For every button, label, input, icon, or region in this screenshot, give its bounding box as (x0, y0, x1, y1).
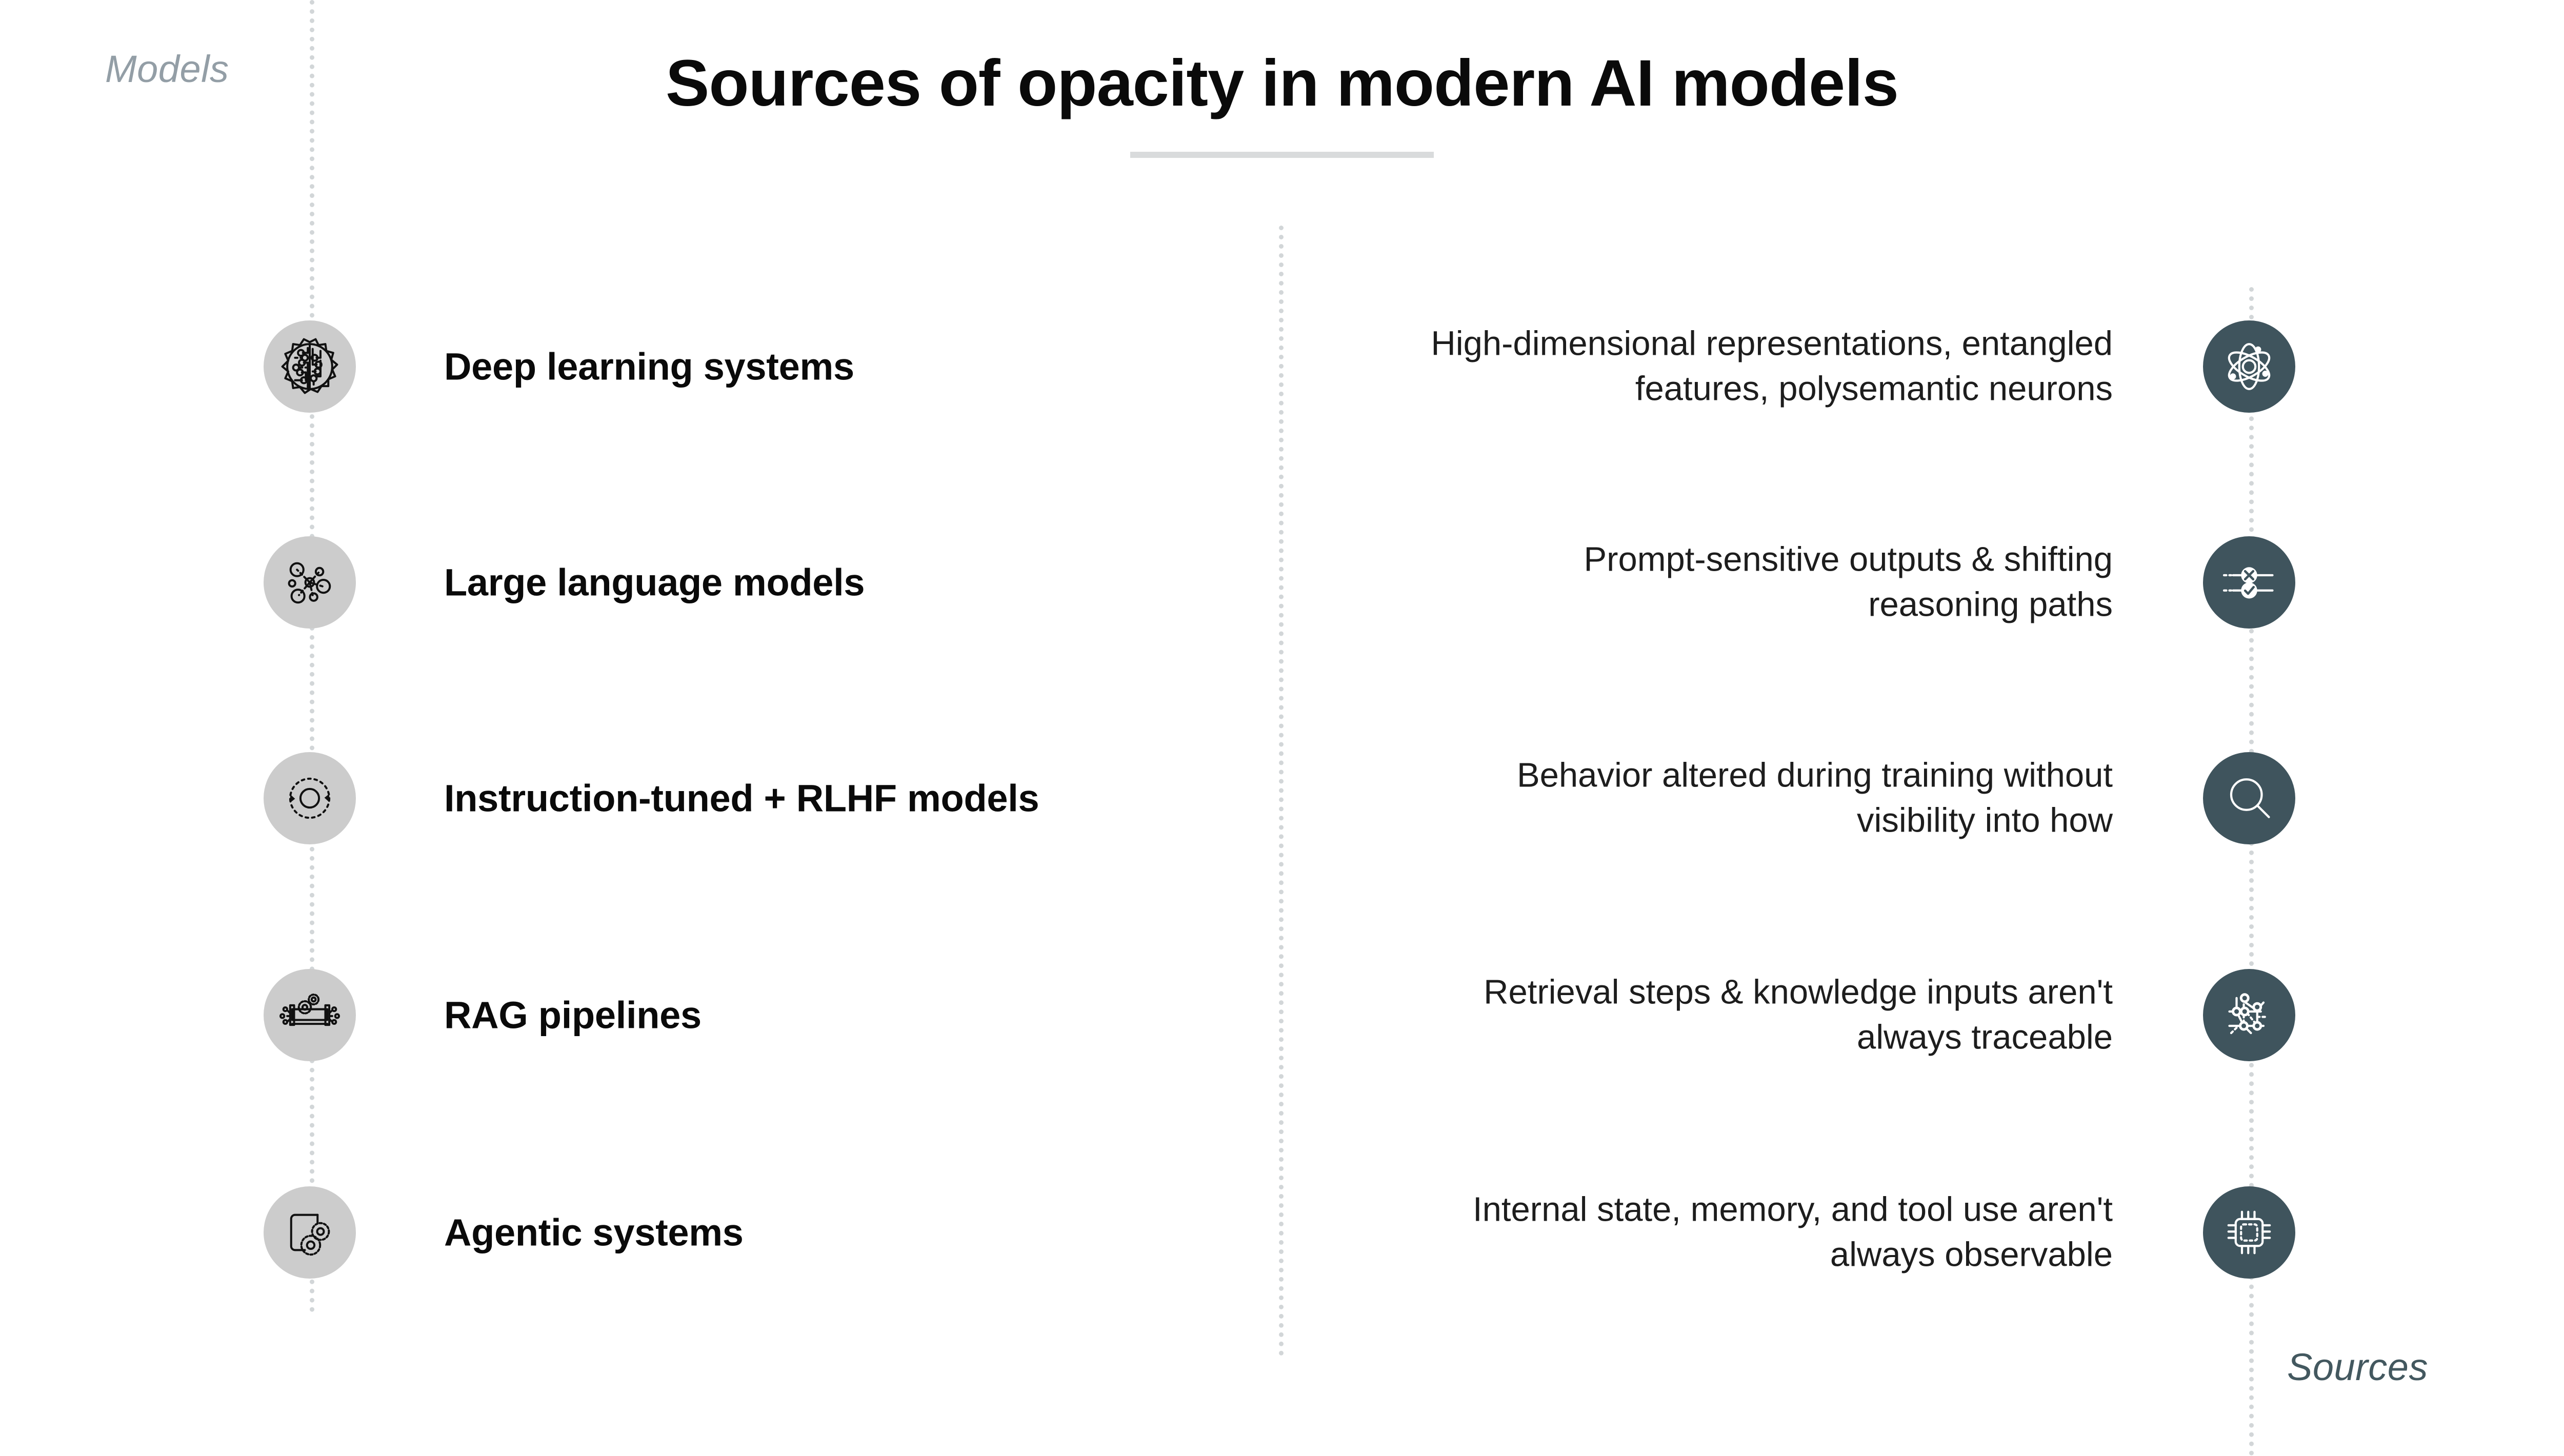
chip-icon (2220, 1204, 2278, 1261)
branching-paths-icon (2220, 554, 2278, 611)
source-icon-bubble-1 (2203, 320, 2295, 413)
title-divider (1130, 152, 1434, 158)
left-timeline-rail (310, 0, 314, 1312)
model-icon-bubble-5 (264, 1186, 356, 1279)
pipeline-gears-icon (278, 984, 341, 1046)
device-gears-icon (278, 1201, 341, 1264)
model-label-4: RAG pipelines (444, 994, 702, 1037)
model-label-3: Instruction-tuned + RLHF models (444, 777, 1039, 820)
magnifier-icon (2220, 770, 2278, 827)
brain-circuit-icon (278, 335, 341, 398)
model-label-2: Large language models (444, 561, 865, 604)
source-description-4: Retrieval steps & knowledge inputs aren'… (1484, 973, 2113, 1057)
source-description-2: Prompt-sensitive outputs & shifting reas… (1584, 540, 2113, 624)
atom-icon (2220, 338, 2278, 395)
right-timeline-rail (2249, 287, 2254, 1456)
feedback-loop-icon (278, 767, 341, 830)
model-icon-bubble-4 (264, 969, 356, 1061)
models-axis-label: Models (105, 48, 229, 90)
graph-nodes-icon (2220, 986, 2278, 1044)
model-label-1: Deep learning systems (444, 345, 854, 388)
model-label-5: Agentic systems (444, 1211, 744, 1254)
page-title: Sources of opacity in modern AI models (666, 47, 1899, 120)
model-icon-bubble-1 (264, 320, 356, 413)
sources-axis-label: Sources (2287, 1346, 2428, 1388)
model-icon-bubble-3 (264, 752, 356, 844)
node-network-icon (278, 551, 341, 614)
source-description-1: High-dimensional representations, entang… (1431, 324, 2113, 408)
source-icon-bubble-4 (2203, 969, 2295, 1061)
source-icon-bubble-5 (2203, 1186, 2295, 1279)
source-icon-bubble-2 (2203, 536, 2295, 629)
title-block: Sources of opacity in modern AI models (0, 49, 2564, 158)
center-divider-rail (1279, 226, 1284, 1356)
model-icon-bubble-2 (264, 536, 356, 629)
source-icon-bubble-3 (2203, 752, 2295, 844)
source-description-3: Behavior altered during training without… (1516, 756, 2113, 840)
source-description-5: Internal state, memory, and tool use are… (1473, 1190, 2113, 1274)
